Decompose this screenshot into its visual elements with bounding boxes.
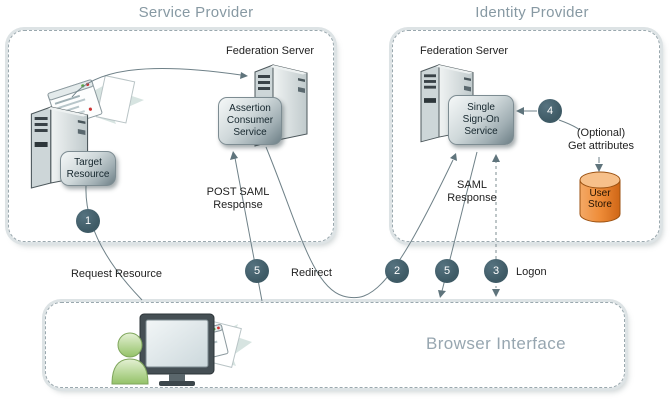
- step-5-idp-badge: 5: [435, 259, 459, 283]
- saml-line-1: SAML: [457, 179, 487, 191]
- step-5-sp-label: POST SAML Response: [193, 186, 283, 212]
- browser-interface-title: Browser Interface: [425, 334, 567, 353]
- single-sign-on-service-badge: Single Sign-On Service: [448, 95, 514, 145]
- sso-line-1: Single: [467, 102, 495, 113]
- redirect-line: [265, 146, 454, 299]
- saml-line-2: Response: [447, 192, 497, 204]
- step-1-label: Request Resource: [70, 268, 163, 280]
- step-3-label: Logon: [516, 266, 547, 278]
- step4-note-connector: [558, 119, 581, 131]
- step1-line: [85, 185, 143, 301]
- user-store-label: User Store: [580, 188, 620, 210]
- arrowheads: [230, 72, 603, 298]
- optional-line-1: (Optional): [576, 127, 626, 139]
- idp-federation-server-label: Federation Server: [420, 45, 509, 57]
- optional-get-attributes-label: (Optional) Get attributes: [558, 127, 644, 153]
- acs-line-3: Service: [233, 127, 267, 138]
- step-5-sp-badge: 5: [245, 259, 269, 283]
- sso-line-3: Service: [464, 126, 498, 137]
- acs-line-2: Consumer: [226, 115, 274, 126]
- user-store-line-2: Store: [588, 199, 612, 210]
- step-3-badge: 3: [484, 259, 508, 283]
- user-store-line-1: User: [589, 188, 611, 199]
- step-1-badge: 1: [76, 209, 100, 233]
- step-4-badge: 4: [538, 99, 562, 123]
- identity-provider-title: Identity Provider: [475, 4, 589, 21]
- sp-federation-server-label: Federation Server: [226, 45, 315, 57]
- target-line-2: Resource: [66, 168, 110, 180]
- step-2-badge: 2: [385, 259, 409, 283]
- user-computer-icon: [111, 313, 252, 386]
- user-store-icon: [579, 171, 621, 223]
- assertion-consumer-service-badge: Assertion Consumer Service: [218, 97, 282, 145]
- post-saml-line-2: Response: [213, 199, 263, 211]
- step-5-idp-label: SAML Response: [430, 179, 514, 205]
- step-2-label: Redirect: [291, 267, 332, 279]
- request-to-acs-line: [71, 68, 242, 98]
- post-saml-line-1: POST SAML: [206, 186, 270, 198]
- sso-line-2: Sign-On: [462, 114, 500, 125]
- target-line-1: Target: [74, 156, 102, 168]
- target-resource-badge: Target Resource: [60, 151, 116, 186]
- service-provider-title: Service Provider: [138, 4, 254, 21]
- acs-line-1: Assertion: [229, 103, 271, 114]
- optional-line-2: Get attributes: [567, 140, 635, 152]
